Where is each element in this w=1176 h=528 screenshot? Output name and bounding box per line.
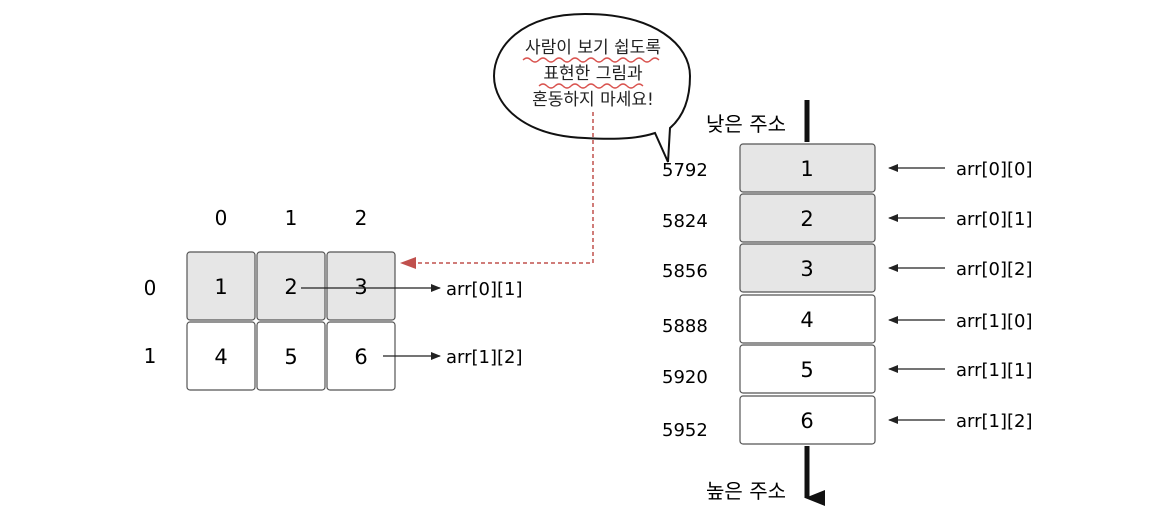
grid-cell <box>256 321 326 391</box>
memory-cell-value: 4 <box>800 308 813 332</box>
memory-pointer-label: arr[1][0] <box>956 311 1033 332</box>
memory-cell <box>739 243 876 293</box>
grid-cell-value: 1 <box>214 275 227 299</box>
memory-address: 5824 <box>662 211 708 232</box>
memory-cell-value: 3 <box>800 257 813 281</box>
grid-cell-value: 2 <box>284 275 297 299</box>
memory-cell-value: 5 <box>800 358 813 382</box>
grid-cell-value: 3 <box>354 275 367 299</box>
grid-cell <box>186 321 256 391</box>
row-header: 1 <box>144 344 157 368</box>
bubble-line-2: 표현한 그림과 <box>543 64 643 84</box>
memory-address: 5792 <box>662 160 708 181</box>
col-header: 2 <box>355 206 368 230</box>
squiggle-underline-2 <box>538 83 644 89</box>
memory-cell <box>739 193 876 243</box>
grid-cell <box>256 251 326 321</box>
memory-address: 5888 <box>662 316 708 337</box>
grid-cell-value: 5 <box>284 345 297 369</box>
squiggle-underline-1 <box>522 57 660 63</box>
low-address-label: 낮은 주소 <box>706 112 786 136</box>
high-address-label: 높은 주소 <box>706 479 786 503</box>
dashed-pointer-arrow <box>400 112 594 269</box>
row-header: 0 <box>144 276 157 300</box>
memory-cell-value: 6 <box>800 409 813 433</box>
grid-cell-value: 6 <box>354 345 367 369</box>
col-header: 0 <box>215 206 228 230</box>
memory-address: 5856 <box>662 261 708 282</box>
memory-pointer-label: arr[1][2] <box>956 411 1033 432</box>
grid-cell-value: 4 <box>214 345 227 369</box>
grid-cell <box>326 251 396 321</box>
memory-address: 5952 <box>662 420 708 441</box>
memory-pointer-label: arr[0][2] <box>956 259 1033 280</box>
memory-cell-value: 2 <box>800 207 813 231</box>
col-header: 1 <box>285 206 298 230</box>
bubble-line-3: 혼동하지 마세요! <box>532 90 654 110</box>
grid-pointer-label: arr[1][2] <box>446 347 523 368</box>
grid-cell <box>186 251 256 321</box>
bubble-line-1: 사람이 보기 쉽도록 <box>525 38 661 58</box>
speech-bubble: 사람이 보기 쉽도록 표현한 그림과 혼동하지 마세요! <box>492 12 692 163</box>
memory-cell <box>739 344 876 394</box>
grid-pointer-label: arr[0][1] <box>446 279 523 300</box>
memory-pointer-label: arr[0][0] <box>956 159 1033 180</box>
array-grid: 1 2 3 4 5 6 <box>186 251 396 391</box>
memory-cell <box>739 143 876 193</box>
memory-cell <box>739 294 876 344</box>
speech-bubble-shape <box>492 12 692 163</box>
memory-cell-value: 1 <box>800 157 813 181</box>
memory-pointer-label: arr[1][1] <box>956 360 1033 381</box>
memory-pointer-label: arr[0][1] <box>956 209 1033 230</box>
memory-address: 5920 <box>662 367 708 388</box>
memory-column: 1 2 3 4 5 6 <box>739 143 876 445</box>
memory-cell <box>739 395 876 445</box>
